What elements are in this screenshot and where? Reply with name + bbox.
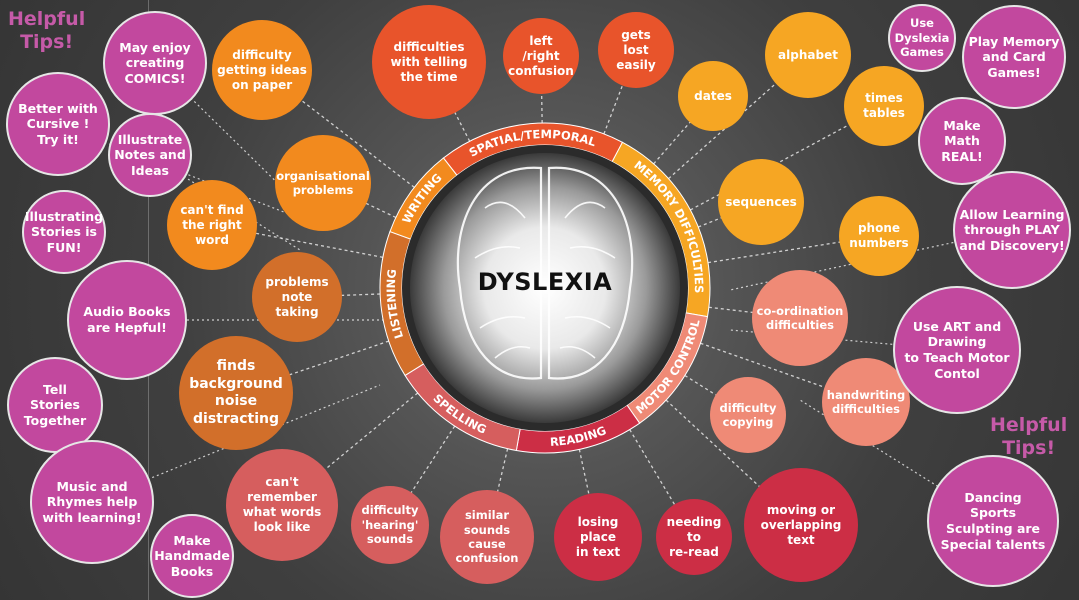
symptom-label: alphabet [778, 47, 838, 62]
brain-glow [410, 153, 680, 423]
tip-comics: May enjoy creating COMICS! [103, 11, 207, 115]
symptom-label: dates [694, 88, 732, 103]
tip-label: Play Memory and Card Games! [968, 33, 1060, 80]
tip-label: Illustrate Notes and Ideas [114, 131, 186, 178]
symptom-label: difficulties with telling the time [390, 39, 468, 84]
tip-connector-line [154, 62, 301, 206]
tip-label: Tell Stories Together [23, 381, 87, 428]
symptom-label: handwriting difficulties [826, 387, 906, 416]
symptom-label: moving or overlapping text [760, 502, 842, 547]
symptom-label: left /right confusion [508, 33, 574, 78]
tip-math-real: Make Math REAL! [918, 97, 1006, 185]
symptom-label: finds background noise distracting [189, 358, 283, 427]
symptom-label: can't find the right word [180, 202, 244, 247]
symptom-alphabet: alphabet [765, 12, 851, 98]
tip-art-drawing: Use ART and Drawing to Teach Motor Conto… [893, 286, 1021, 414]
symptom-difficulty-ideas: difficulty getting ideas on paper [212, 20, 312, 120]
connector-line [296, 293, 381, 298]
helpful-tips-heading: Helpful Tips! [990, 414, 1068, 459]
tip-label: Audio Books are Hepful! [83, 304, 171, 335]
tip-learning-play: Allow Learning through PLAY and Discover… [953, 171, 1071, 289]
symptom-label: co-ordination difficulties [756, 303, 844, 332]
tip-audio-books: Audio Books are Hepful! [67, 260, 187, 380]
helpful-tips-heading: Helpful Tips! [8, 8, 86, 53]
symptom-label: organisational problems [276, 168, 370, 197]
symptom-label: times tables [863, 91, 905, 120]
symptom-times-tables: times tables [844, 66, 924, 146]
symptom-copying: difficulty copying [710, 377, 786, 453]
ring-segment [389, 157, 458, 240]
tip-illustrate-notes: Illustrate Notes and Ideas [108, 113, 192, 197]
symptom-label: losing place in text [575, 514, 621, 559]
tip-label: Dancing Sports Sculpting are Special tal… [940, 489, 1046, 552]
tip-illustrating-stories: Illustrating Stories is FUN! [22, 190, 106, 274]
connector-line [668, 54, 809, 180]
symptom-note-taking: problems note taking [252, 252, 342, 342]
tip-music-rhymes: Music and Rhymes help with learning! [30, 440, 154, 564]
center-title: DYSLEXIA [477, 268, 613, 296]
symptom-hearing-sounds: difficulty 'hearing' sounds [351, 486, 429, 564]
symptom-label: can't remember what words look like [242, 475, 322, 534]
connector-line [261, 69, 415, 188]
symptom-organisational: organisational problems [275, 135, 371, 231]
symptom-left-right: left /right confusion [503, 18, 579, 94]
tip-handmade-books: Make Handmade Books [150, 514, 234, 598]
symptom-phone-numbers: phone numbers [839, 196, 919, 276]
symptom-gets-lost: gets lost easily [598, 12, 674, 88]
tip-memory-games: Play Memory and Card Games! [962, 5, 1066, 109]
tip-label: Better with Cursive ! Try it! [18, 100, 98, 147]
symptom-coordination: co-ordination difficulties [752, 270, 848, 366]
tip-label: Allow Learning through PLAY and Discover… [959, 206, 1065, 253]
tip-label: Make Handmade Books [154, 532, 230, 579]
symptom-telling-time: difficulties with telling the time [372, 5, 486, 119]
symptom-label: gets lost easily [616, 27, 656, 72]
tip-dyslexia-games: Use Dyslexia Games [888, 4, 956, 72]
connector-line [665, 399, 802, 526]
symptom-background-noise: finds background noise distracting [179, 336, 293, 450]
symptom-label: difficulty copying [719, 400, 777, 429]
tip-label: Use ART and Drawing to Teach Motor Conto… [904, 318, 1010, 381]
tip-label: Make Math REAL! [941, 117, 983, 164]
symptom-label: needing to re-read [666, 514, 722, 559]
symptom-moving-text: moving or overlapping text [744, 468, 858, 582]
symptom-similar-sounds: similar sounds cause confusion [440, 490, 534, 584]
symptom-handwriting: handwriting difficulties [822, 358, 910, 446]
tip-tell-stories: Tell Stories Together [7, 357, 103, 453]
symptom-label: problems note taking [265, 274, 329, 319]
tip-cursive: Better with Cursive ! Try it! [6, 72, 110, 176]
tip-special-talents: Dancing Sports Sculpting are Special tal… [927, 455, 1059, 587]
brain-icon [456, 166, 634, 380]
tip-connector-line [57, 123, 331, 231]
symptom-label: sequences [725, 194, 797, 209]
symptom-label: phone numbers [849, 221, 909, 250]
tip-label: Use Dyslexia Games [894, 16, 950, 60]
symptom-cant-remember: can't remember what words look like [226, 449, 338, 561]
tip-label: May enjoy creating COMICS! [119, 39, 191, 86]
symptom-re-read: needing to re-read [656, 499, 732, 575]
symptom-dates: dates [678, 61, 748, 131]
symptom-label: difficulty getting ideas on paper [217, 47, 307, 92]
tip-label: Music and Rhymes help with learning! [42, 478, 142, 525]
symptom-losing-place: losing place in text [554, 493, 642, 581]
tip-label: Illustrating Stories is FUN! [24, 208, 104, 255]
symptom-label: similar sounds cause confusion [455, 508, 519, 566]
symptom-cant-find-word: can't find the right word [167, 180, 257, 270]
symptom-sequences: sequences [718, 159, 804, 245]
symptom-label: difficulty 'hearing' sounds [361, 503, 419, 547]
